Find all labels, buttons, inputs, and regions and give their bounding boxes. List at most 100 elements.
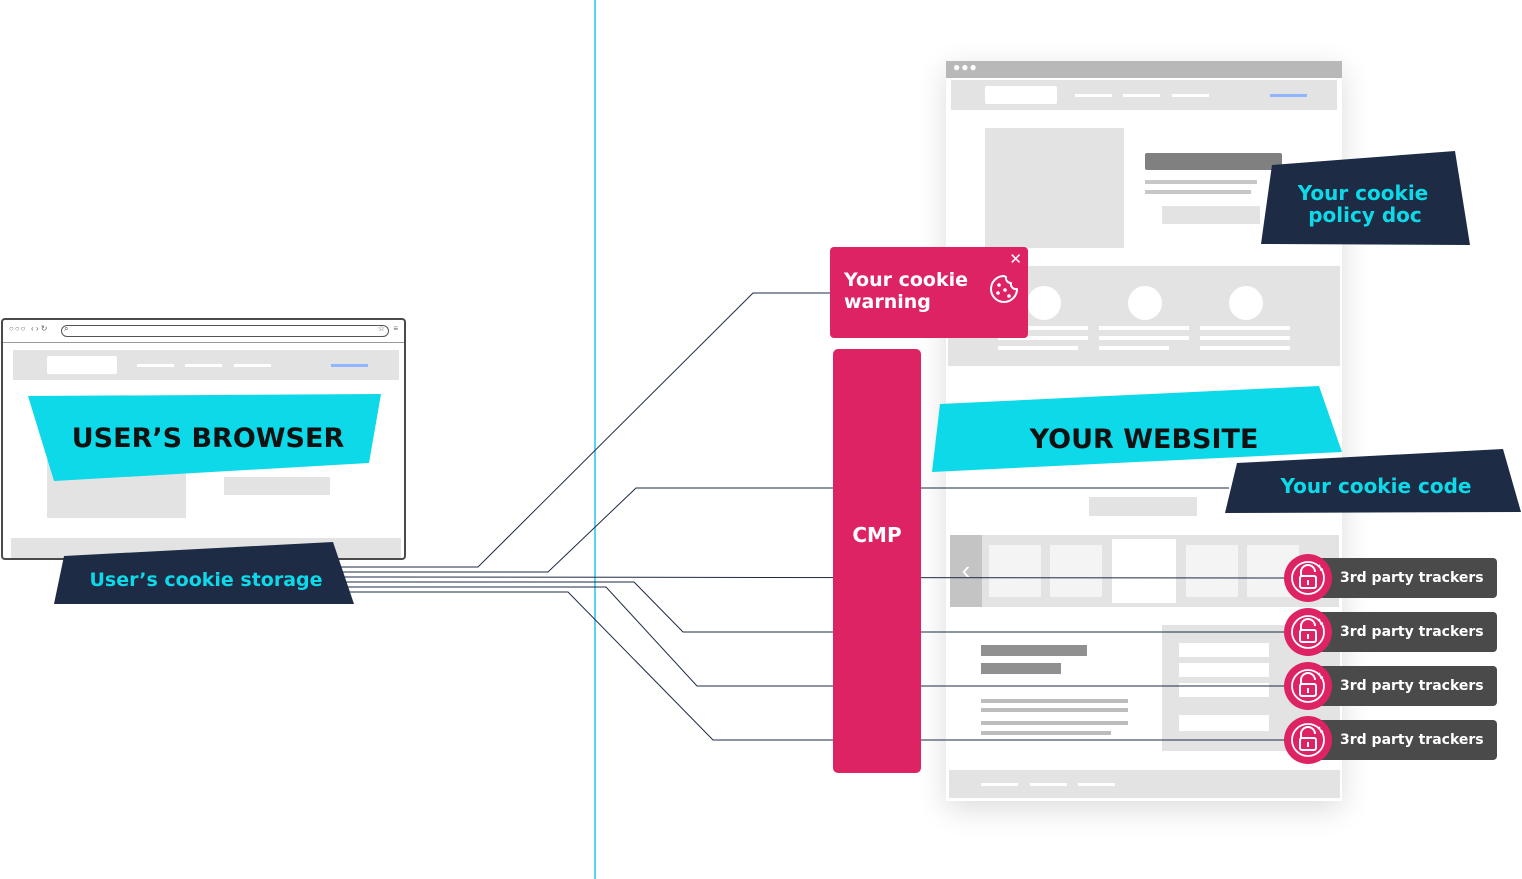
website-nav-link: [1123, 94, 1160, 97]
users-cookie-storage-tag-shape: [54, 542, 354, 604]
browser-navbar: [13, 350, 399, 380]
window-dots-icon: ●●●: [953, 60, 978, 74]
feature-circle: [1229, 286, 1263, 320]
browser-nav-link: [185, 364, 222, 367]
website-nav-link: [1075, 94, 1112, 97]
cookie-code-tag-shape: [1225, 449, 1521, 513]
cookie-policy-label-line1: Your cookie: [1297, 181, 1429, 205]
cookie-policy-label-line2: policy doc: [1308, 203, 1422, 227]
feature-line: [1099, 326, 1189, 330]
feature-line: [998, 346, 1078, 350]
feature-line: [1099, 346, 1169, 350]
website-navbar: [951, 80, 1337, 110]
back-forward-icon: ‹ › ↻: [31, 324, 48, 333]
browser-nav-link: [234, 364, 271, 367]
feature-line: [1099, 336, 1189, 340]
search-icon: ⌕: [64, 324, 69, 333]
section-button-placeholder: [1089, 497, 1197, 516]
article-text-line: [981, 708, 1128, 712]
feature-line: [998, 336, 1088, 340]
cookie-code-tag: Your cookie code: [1225, 449, 1521, 513]
cmp-label: CMP: [852, 523, 902, 547]
users-cookie-storage-tag: User’s cookie storage: [54, 542, 354, 604]
address-bar: ⌕ ☆: [61, 324, 389, 337]
tracker-3: 3rd party trackers: [1284, 662, 1498, 710]
feature-line: [998, 326, 1088, 330]
tracker-4: 3rd party trackers: [1284, 716, 1498, 764]
website-nav-link-accent: [1270, 94, 1307, 97]
footer-link: [981, 783, 1018, 786]
carousel-slide: [1050, 545, 1102, 597]
tracker-label: 3rd party trackers: [1340, 732, 1484, 748]
carousel-slide-active: [1112, 539, 1176, 603]
unlocked-padlock-icon: [1284, 608, 1332, 656]
feature-circle: [1027, 286, 1061, 320]
hero-title-placeholder: [1145, 153, 1282, 170]
website-nav-link: [1172, 94, 1209, 97]
carousel-slide: [989, 545, 1041, 597]
tracker-2: 3rd party trackers: [1284, 608, 1498, 656]
form-field: [1179, 663, 1269, 677]
window-dots-icon: ○○○: [9, 324, 27, 333]
cookie-warning-text: Your cookie warning: [844, 269, 984, 313]
cookie-warning-box: Your cookie warning ✕: [830, 247, 1028, 338]
tracker-pill: 3rd party trackers: [1304, 612, 1497, 652]
feature-line: [1200, 336, 1290, 340]
article-text-line: [981, 731, 1111, 735]
browser-chrome: ○○○ ‹ › ↻ ⌕ ☆ ≡: [3, 320, 404, 343]
article-subtitle-placeholder: [981, 663, 1061, 674]
hero-image-placeholder: [985, 128, 1124, 248]
hero-text-line: [1145, 190, 1251, 194]
hero-text-line: [1145, 180, 1257, 184]
cookie-policy-tag-shape: [1261, 151, 1470, 245]
footer-link: [1030, 783, 1067, 786]
browser-nav-link: [137, 364, 174, 367]
unlocked-padlock-icon: [1284, 554, 1332, 602]
browser-nav-link-accent: [331, 364, 368, 367]
form-field: [1179, 643, 1269, 657]
tracker-pill: 3rd party trackers: [1304, 666, 1497, 706]
cookie-code-label: Your cookie code: [1280, 474, 1472, 498]
tracker-pill: 3rd party trackers: [1304, 720, 1497, 760]
star-icon: ☆: [377, 324, 385, 333]
hero-button-placeholder: [1162, 206, 1260, 224]
tracker-label: 3rd party trackers: [1340, 678, 1484, 694]
article-text-line: [981, 699, 1128, 703]
cookie-icon: [990, 275, 1018, 303]
feature-circle: [1128, 286, 1162, 320]
form-field: [1179, 683, 1269, 697]
tracker-label: 3rd party trackers: [1340, 624, 1484, 640]
carousel: ‹: [950, 535, 1339, 607]
menu-icon: ≡: [393, 324, 398, 333]
close-icon[interactable]: ✕: [1009, 251, 1022, 268]
website-logo-placeholder: [985, 86, 1057, 104]
users-browser-banner: USER’S BROWSER: [28, 394, 381, 481]
your-website-banner: YOUR WEBSITE: [932, 386, 1342, 472]
website-titlebar: ●●●: [946, 60, 1342, 78]
form-button: [1179, 715, 1269, 731]
users-browser-label: USER’S BROWSER: [72, 423, 345, 454]
tracker-1: 3rd party trackers: [1284, 554, 1498, 602]
tracker-label: 3rd party trackers: [1340, 570, 1484, 586]
article-title-placeholder: [981, 645, 1087, 656]
unlocked-padlock-icon: [1284, 662, 1332, 710]
browser-logo-placeholder: [47, 356, 117, 374]
footer-link: [1078, 783, 1115, 786]
feature-line: [1200, 326, 1290, 330]
tracker-pill: 3rd party trackers: [1304, 558, 1497, 598]
feature-line: [1200, 346, 1290, 350]
users-browser-banner-shape: [28, 394, 381, 481]
chevron-left-icon: ‹: [950, 535, 982, 607]
article-text-line: [981, 721, 1128, 725]
carousel-slide: [1186, 545, 1238, 597]
unlocked-padlock-icon: [1284, 716, 1332, 764]
cookie-warning-line2: warning: [844, 291, 931, 313]
cmp-bar: CMP: [833, 349, 921, 773]
your-website-banner-shape: [932, 386, 1342, 472]
website-footer: [949, 770, 1340, 798]
cookie-warning-line1: Your cookie: [844, 269, 968, 291]
users-cookie-storage-label: User’s cookie storage: [89, 569, 322, 591]
cookie-policy-tag: Your cookie policy doc: [1261, 151, 1470, 245]
browser-content-button: [224, 477, 330, 495]
your-website-label: YOUR WEBSITE: [1029, 424, 1259, 455]
